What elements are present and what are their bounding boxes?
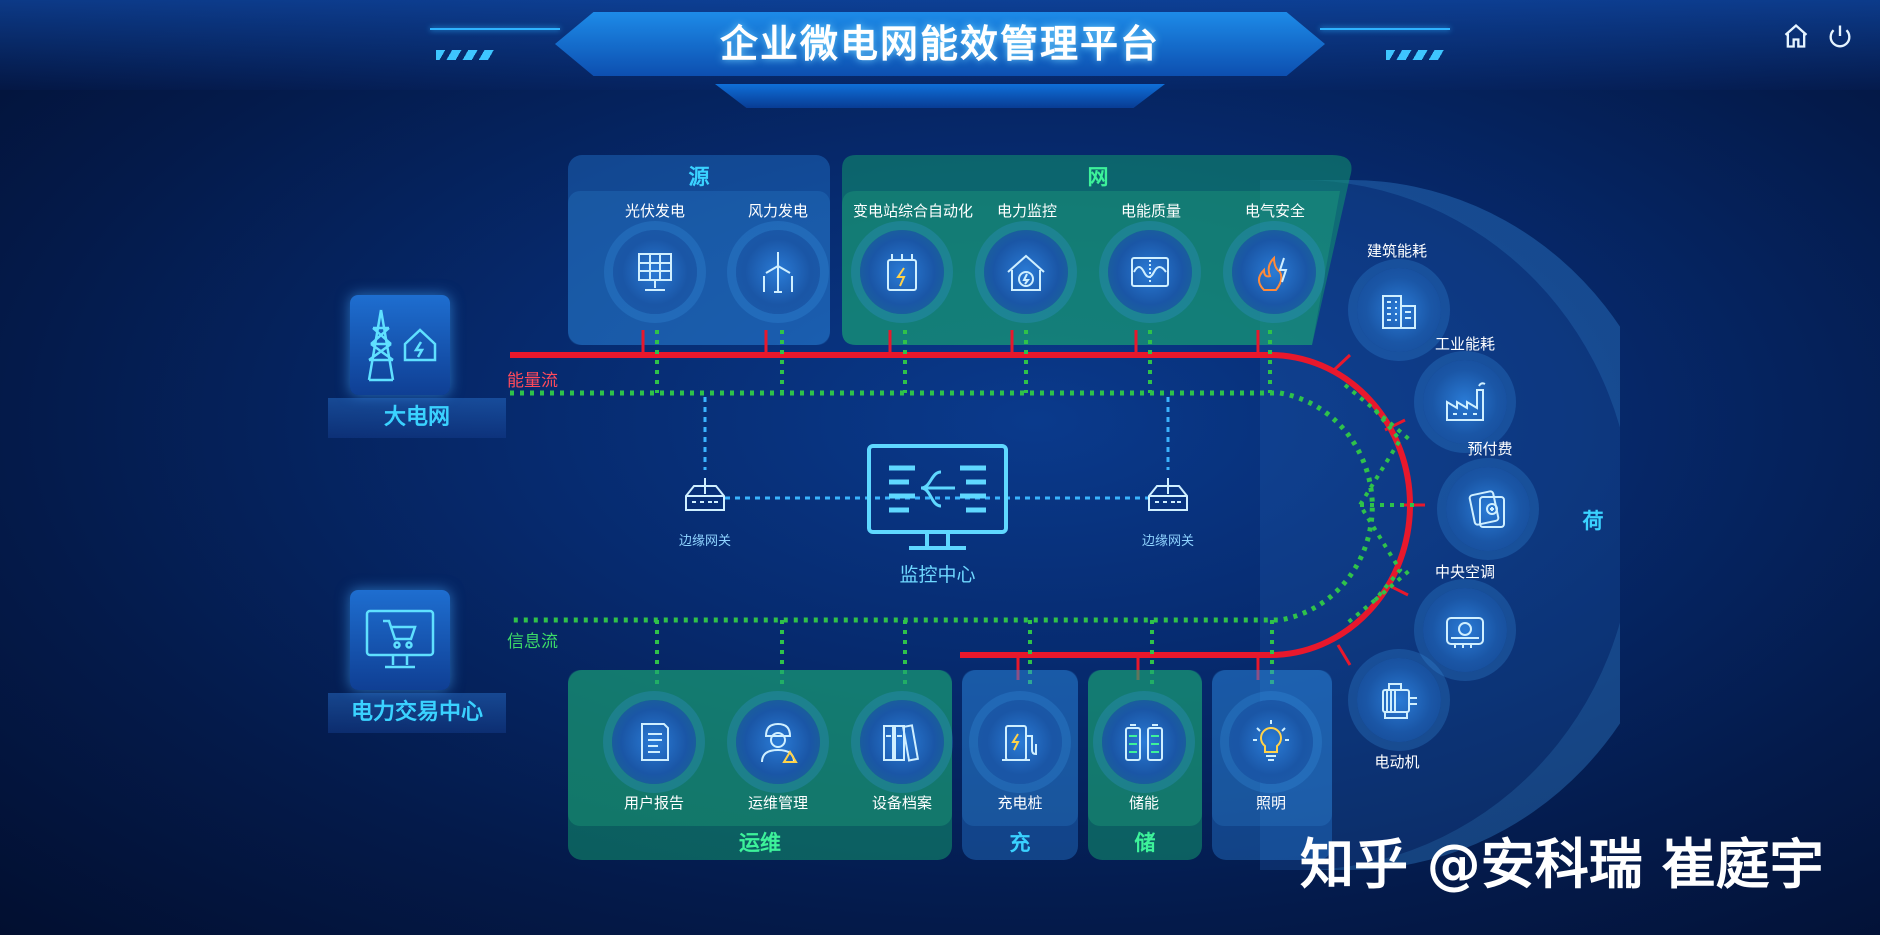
archive-icon[interactable] xyxy=(860,700,944,784)
ops-title: 运维 xyxy=(739,831,781,855)
home-icon[interactable] xyxy=(1781,22,1811,52)
load-item-label: 预付费 xyxy=(1467,440,1513,458)
charge-item-label: 充电桩 xyxy=(997,794,1043,812)
lighting-item-label: 照明 xyxy=(1255,794,1286,812)
network-item-label: 电能质量 xyxy=(1120,202,1181,220)
load-item-label: 建筑能耗 xyxy=(1366,242,1427,260)
source-item-label: 风力发电 xyxy=(747,202,808,220)
power-monitor-icon[interactable] xyxy=(984,230,1068,314)
page-title: 企业微电网能效管理平台 xyxy=(719,22,1160,66)
network-item-label: 电气安全 xyxy=(1244,202,1305,220)
solar-panel-icon[interactable] xyxy=(613,230,697,314)
electrical-safety-icon[interactable] xyxy=(1232,230,1316,314)
header-stripe-right xyxy=(1386,50,1444,60)
charge-title: 充 xyxy=(1009,831,1031,855)
light-bulb-icon[interactable] xyxy=(1229,700,1313,784)
watermark-text: 知乎 @安科瑞 崔庭宇 xyxy=(1300,833,1824,896)
title-subplate xyxy=(715,84,1165,108)
trade-center-label: 电力交易中心 xyxy=(328,693,506,733)
source-title: 源 xyxy=(688,165,710,189)
building-icon[interactable] xyxy=(1357,268,1441,352)
trade-center-tile[interactable] xyxy=(350,590,450,690)
load-arc-panel xyxy=(1260,180,1620,870)
load-title: 荷 xyxy=(1582,509,1604,533)
factory-icon[interactable] xyxy=(1423,360,1507,444)
power-icon[interactable] xyxy=(1825,22,1855,52)
charging-pile-icon[interactable] xyxy=(978,700,1062,784)
load-item-label: 工业能耗 xyxy=(1434,335,1495,353)
monitor-center-label: 监控中心 xyxy=(899,564,976,586)
load-item-label: 中央空调 xyxy=(1434,563,1495,581)
network-panel: 网 xyxy=(842,155,1354,345)
grid-label: 大电网 xyxy=(328,398,506,438)
network-item-label: 电力监控 xyxy=(996,202,1057,220)
network-title: 网 xyxy=(1087,165,1109,189)
header-line-left xyxy=(430,28,560,30)
ops-item-label: 运维管理 xyxy=(747,794,808,812)
monitor-center-icon[interactable] xyxy=(865,442,1010,554)
battery-icon[interactable] xyxy=(1102,700,1186,784)
substation-icon[interactable] xyxy=(860,230,944,314)
energy-flow-label: 能量流 xyxy=(507,371,558,391)
storage-title: 储 xyxy=(1134,831,1156,855)
title-plate xyxy=(555,12,1325,76)
network-item-label: 变电站综合自动化 xyxy=(852,202,973,220)
motor-icon[interactable] xyxy=(1357,658,1441,742)
grid-tile[interactable] xyxy=(350,295,450,395)
report-icon[interactable] xyxy=(612,700,696,784)
edge-gateway-left-icon[interactable] xyxy=(680,470,730,520)
storage-item-label: 储能 xyxy=(1128,794,1159,812)
edge-gateway-left-label: 边缘网关 xyxy=(678,534,731,549)
source-item-label: 光伏发电 xyxy=(624,202,685,220)
header-line-right xyxy=(1320,28,1450,30)
edge-gateway-right-label: 边缘网关 xyxy=(1141,534,1194,549)
load-item-label: 电动机 xyxy=(1374,753,1420,771)
engineer-icon[interactable] xyxy=(736,700,820,784)
power-quality-icon[interactable] xyxy=(1108,230,1192,314)
wind-turbine-icon[interactable] xyxy=(736,230,820,314)
edge-gateway-right-icon[interactable] xyxy=(1143,470,1193,520)
ops-item-label: 设备档案 xyxy=(871,794,932,812)
air-conditioner-icon[interactable] xyxy=(1423,588,1507,672)
info-flow-label: 信息流 xyxy=(507,632,558,652)
ops-item-label: 用户报告 xyxy=(623,794,684,812)
prepaid-card-icon[interactable] xyxy=(1446,467,1530,551)
header-stripe-left xyxy=(436,50,494,60)
